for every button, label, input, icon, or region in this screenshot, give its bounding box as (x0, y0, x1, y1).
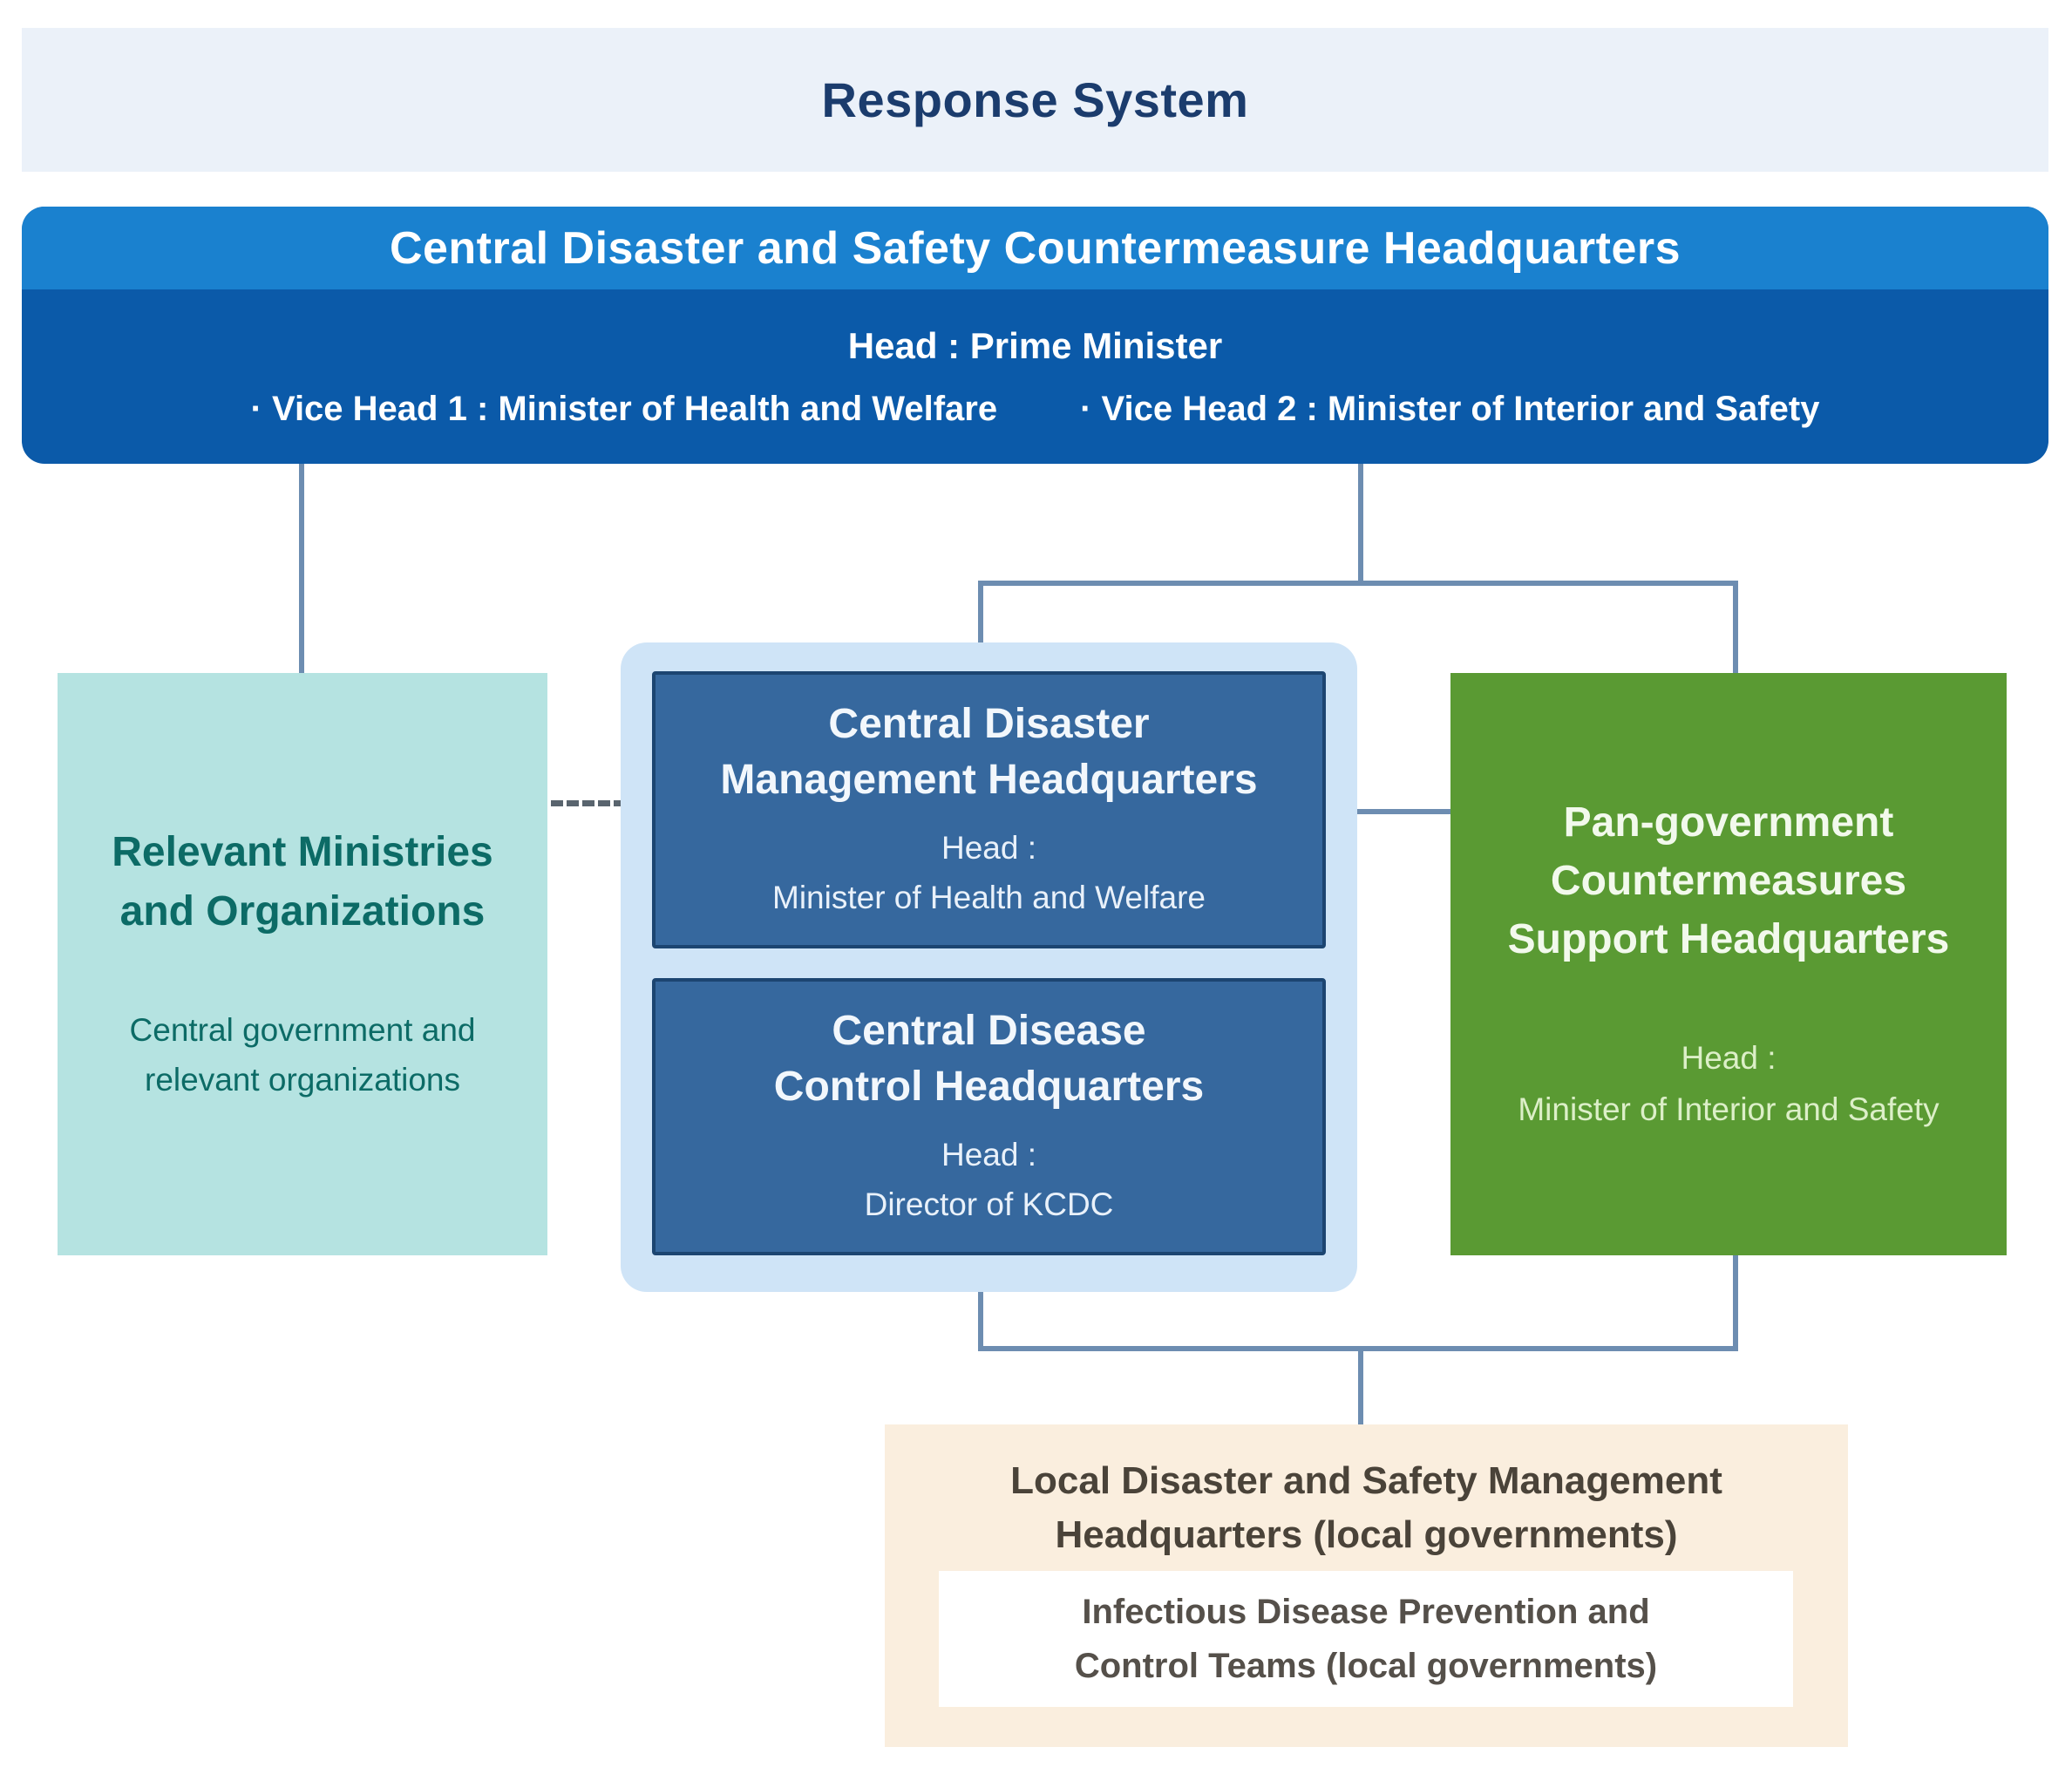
local-hq-title: Local Disaster and Safety Management Hea… (1010, 1459, 1722, 1556)
central-hq-vice-head-1: · Vice Head 1 : Minister of Health and W… (250, 389, 998, 428)
pan-government-head-value: Minister of Interior and Safety (1518, 1091, 1940, 1127)
central-disaster-mgmt-box: Central Disaster Management Headquarters… (652, 671, 1326, 948)
relevant-ministries-box: Relevant Ministries and Organizations Ce… (58, 673, 547, 1255)
central-disaster-mgmt-head: Head : Minister of Health and Welfare (772, 823, 1206, 923)
central-disease-control-title: Central Disease Control Headquarters (773, 1008, 1205, 1110)
connector-down-to-mgmt-panel (978, 581, 983, 647)
connector-top-horizontal (978, 581, 1738, 586)
central-hq-head: Head : Prime Minister (847, 324, 1223, 366)
page-title: Response System (22, 28, 2048, 172)
pan-government-head-label: Head : (1681, 1039, 1776, 1076)
central-disease-control-box: Central Disease Control Headquarters Hea… (652, 978, 1326, 1255)
connector-down-to-local-hq (1358, 1349, 1363, 1426)
connector-pan-government-down (1733, 1254, 1738, 1351)
central-disease-control-head-value: Director of KCDC (864, 1186, 1114, 1223)
connector-down-to-pan-government (1733, 581, 1738, 675)
connector-mgmt-panel-down (978, 1290, 983, 1351)
central-disease-control-head-label: Head : (941, 1137, 1036, 1173)
central-disaster-mgmt-title: Central Disaster Management Headquarters (720, 701, 1258, 803)
pan-government-head: Head : Minister of Interior and Safety (1518, 1032, 1939, 1135)
central-hq-details: Head : Prime Minister · Vice Head 1 : Mi… (22, 289, 2048, 464)
relevant-ministries-title: Relevant Ministries and Organizations (112, 829, 493, 935)
central-hq-title: Central Disaster and Safety Countermeasu… (22, 207, 2048, 289)
connector-bottom-horizontal (978, 1346, 1738, 1351)
relevant-ministries-description: Central government and relevant organiza… (129, 1011, 476, 1098)
central-hq-vice-head-2: · Vice Head 2 : Minister of Interior and… (1080, 389, 1820, 428)
local-hq-box: Local Disaster and Safety Management Hea… (885, 1424, 1848, 1747)
central-disaster-mgmt-head-label: Head : (941, 830, 1036, 867)
connector-hq-down-center (1358, 463, 1363, 586)
central-management-panel: Central Disaster Management Headquarters… (621, 642, 1357, 1292)
pan-government-box: Pan-government Countermeasures Support H… (1450, 673, 2007, 1255)
central-hq-box: Central Disaster and Safety Countermeasu… (22, 207, 2048, 464)
connector-dashed-ministries-to-mgmt (551, 800, 626, 806)
infectious-disease-teams-panel: Infectious Disease Prevention and Contro… (939, 1571, 1793, 1707)
central-hq-vice-heads: · Vice Head 1 : Minister of Health and W… (251, 390, 1820, 429)
pan-government-title: Pan-government Countermeasures Support H… (1507, 799, 1950, 963)
central-disaster-mgmt-head-value: Minister of Health and Welfare (772, 880, 1206, 916)
connector-mgmt-to-pan-government (1355, 809, 1451, 814)
connector-hq-to-relevant-ministries (299, 463, 304, 673)
central-disease-control-head: Head : Director of KCDC (865, 1130, 1114, 1230)
